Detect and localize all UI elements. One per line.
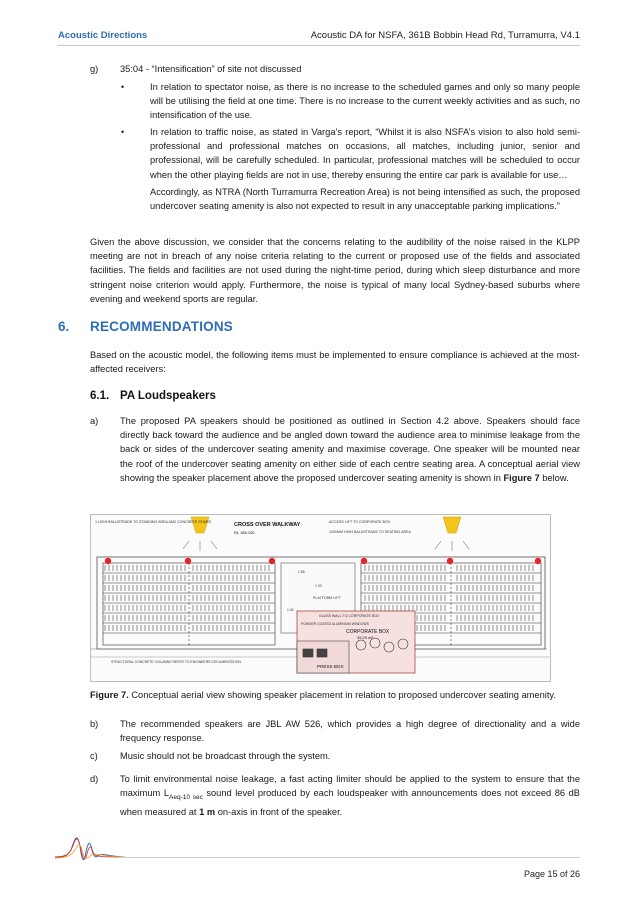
figure-7-plan-drawing: 1-HIGH BALUSTRADE TO STANDING AREA AND C…	[90, 514, 551, 682]
item-c-label: c)	[90, 751, 98, 761]
discussion-paragraph: Given the above discussion, we consider …	[90, 237, 580, 304]
item-a-text: The proposed PA speakers should be posit…	[120, 416, 580, 483]
company-name: Acoustic Directions	[58, 30, 148, 41]
caption-text: Conceptual aerial view showing speaker p…	[128, 690, 556, 700]
item-g-text: 35:04 - “Intensification” of site not di…	[120, 64, 302, 74]
figure-7-reference[interactable]: Figure 7	[503, 472, 540, 483]
label-level-b: 1.00	[315, 584, 322, 588]
furniture-icon	[302, 637, 409, 658]
label-balustrade-right: 1200MM HIGH BALUSTRADE TO SEATING AREA	[329, 530, 411, 534]
label-walkway: CROSS OVER WALKWAY	[234, 522, 301, 528]
subsection-number: 6.1.	[90, 390, 110, 402]
speaker-position-icon	[104, 557, 542, 565]
label-corporate-box: CORPORATE BOX	[346, 629, 390, 635]
label-walkway-rl: RL 188.100	[234, 530, 255, 535]
label-platform-lift: PLATFORM LIFT	[313, 596, 341, 600]
label-columns: STRUCTURAL CONCRETE COLUMNS REFER TO ENG…	[111, 660, 241, 664]
section-title: RECOMMENDATIONS	[90, 319, 233, 334]
item-d-paragraph: To limit environmental noise leakage, a …	[120, 772, 580, 819]
item-a-label: a)	[90, 416, 99, 426]
item-c-text: Music should not be broadcast through th…	[120, 751, 331, 761]
item-d-text-post: on-axis in front of the speaker.	[215, 807, 343, 818]
speaker-dispersion-icon	[182, 540, 470, 551]
bullet-icon: •	[121, 127, 125, 137]
item-d-text-pre: To limit environmental noise leakage, a …	[120, 774, 580, 799]
quote-continuation: Accordingly, as NTRA (North Turramurra R…	[150, 187, 580, 212]
label-level-c: 1.30	[287, 608, 294, 612]
page-number: Page 15 of 26	[523, 869, 580, 879]
section-number: 6.	[58, 319, 70, 334]
item-b-label: b)	[90, 719, 99, 729]
label-level-a: 1.85	[298, 570, 305, 574]
seating-plan-svg: 1-HIGH BALUSTRADE TO STANDING AREA AND C…	[91, 516, 550, 674]
bullet-traffic-noise: In relation to traffic noise, as stated …	[150, 127, 580, 180]
bullet-spectator-noise: In relation to spectator noise, as there…	[150, 82, 580, 121]
item-d-text-mid: sound level produced by each loudspeaker…	[120, 788, 580, 818]
item-g-label: g)	[90, 64, 99, 74]
item-a-paragraph: The proposed PA speakers should be posit…	[120, 414, 580, 485]
figure-7-caption: Figure 7. Conceptual aerial view showing…	[90, 688, 556, 702]
left-seating-block	[102, 562, 276, 646]
label-powder-coated: POWDER COATED ALUMINIUM WINDOWS	[301, 622, 370, 626]
bullet-icon: •	[121, 82, 125, 92]
section-intro: Based on the acoustic model, the followi…	[90, 350, 580, 375]
waveform-logo-icon	[55, 837, 125, 861]
speaker-cone-icon	[190, 516, 462, 534]
item-d-distance: 1 m	[199, 807, 216, 818]
label-glass-wall: GLASS WALL TO CORPORATE BOX	[319, 614, 380, 618]
header-divider	[57, 45, 580, 46]
left-seat-ticks	[104, 565, 270, 631]
item-d-subscript: Aeq-10 sec	[169, 794, 203, 802]
label-balustrade-left: 1-HIGH BALUSTRADE TO STANDING AREA AND C…	[95, 520, 212, 524]
footer-divider	[118, 857, 580, 858]
item-b-text: The recommended speakers are JBL AW 526,…	[120, 719, 580, 744]
document-title: Acoustic DA for NSFA, 361B Bobbin Head R…	[310, 30, 580, 41]
label-corporate-area: 39.29 m²	[357, 635, 373, 640]
item-a-tail: below.	[539, 472, 569, 483]
label-press-box: PRESS BOX	[317, 664, 344, 669]
label-access-lift: ACCESS LIFT TO CORPORATE BOX	[329, 520, 391, 524]
subsection-title: PA Loudspeakers	[120, 390, 216, 402]
item-d-label: d)	[90, 774, 99, 784]
caption-label: Figure 7.	[90, 690, 129, 700]
